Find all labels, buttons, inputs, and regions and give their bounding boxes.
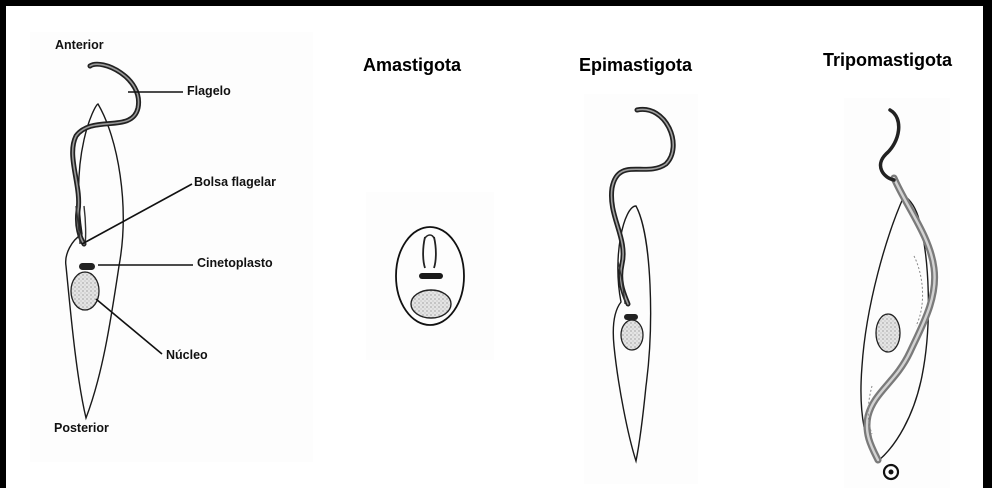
annotated-nucleus <box>71 272 99 310</box>
title-epimastigota: Epimastigota <box>579 56 692 74</box>
leader-lines <box>82 92 193 354</box>
diagram-drawing <box>6 6 992 494</box>
annotated-trypanosome <box>66 64 139 418</box>
label-nucleo: Núcleo <box>166 349 208 362</box>
title-amastigota: Amastigota <box>363 56 461 74</box>
amastigota-nucleus <box>411 290 451 318</box>
annotated-flagellum <box>73 64 139 244</box>
label-posterior: Posterior <box>54 422 109 435</box>
label-anterior: Anterior <box>55 39 104 52</box>
leader-bolsa-flagelar <box>82 184 192 244</box>
tripomastigota-drawing <box>861 110 935 479</box>
label-flagelo: Flagelo <box>187 85 231 98</box>
amastigota-flagellar-pocket <box>423 237 436 268</box>
epimastigota-kinetoplast <box>624 314 638 320</box>
tripomastigota-nucleus <box>876 314 900 352</box>
amastigota-kinetoplast <box>419 273 443 279</box>
annotated-kinetoplast <box>79 263 95 270</box>
label-bolsa-flagelar: Bolsa flagelar <box>194 176 276 189</box>
label-cinetoplasto: Cinetoplasto <box>197 257 273 270</box>
amastigota-drawing <box>396 227 464 325</box>
epimastigota-nucleus <box>621 320 643 350</box>
title-tripomastigota: Tripomastigota <box>823 51 952 69</box>
tripomastigota-flagellum <box>881 110 899 180</box>
epimastigota-drawing <box>611 109 673 461</box>
